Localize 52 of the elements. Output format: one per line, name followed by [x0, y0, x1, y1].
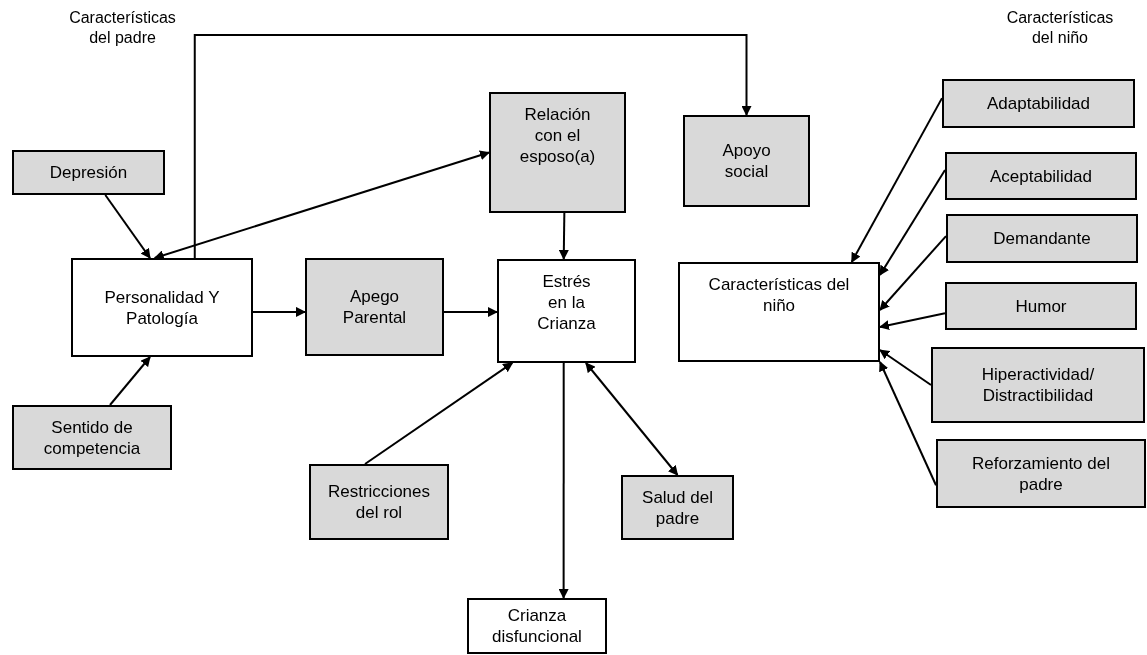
box-label: Reforzamiento del padre: [971, 452, 1111, 495]
process-box: [945, 282, 1137, 330]
box-label: Demandante: [993, 228, 1091, 249]
process-box: [946, 214, 1138, 263]
process-box: [678, 262, 880, 362]
arrow: [364, 362, 514, 465]
process-box: [309, 464, 449, 540]
process-box: [683, 115, 810, 207]
process-box: [305, 258, 444, 356]
arrow: [558, 362, 569, 599]
arrow: [558, 212, 569, 260]
box-label: Estrés en la Crianza: [536, 271, 597, 334]
arrow: [879, 361, 937, 487]
arrow: [443, 307, 498, 317]
box-label: Apoyo social: [721, 140, 772, 182]
box-label: Restricciones del rol: [326, 481, 431, 523]
arrow: [850, 97, 943, 263]
box-label: Sentido de competencia: [42, 416, 142, 459]
process-box: [942, 79, 1135, 128]
box-label: Aceptabilidad: [989, 165, 1093, 187]
process-box: [467, 598, 607, 654]
arrow: [153, 150, 490, 261]
arrow: [104, 194, 151, 259]
arrow: [584, 362, 679, 476]
arrow: [252, 306, 306, 317]
arrow: [879, 235, 947, 311]
box-label: Apego Parental: [341, 286, 408, 328]
arrow: [879, 312, 946, 330]
process-box: [621, 475, 734, 540]
box-label: Adaptabilidad: [987, 93, 1090, 114]
process-box: [945, 152, 1137, 200]
group-heading: Características del padre: [68, 8, 177, 48]
process-box: [936, 439, 1146, 508]
box-label: Crianza disfuncional: [491, 605, 583, 647]
arrow: [193, 34, 752, 259]
arrow: [879, 349, 932, 386]
box-label: Humor: [1015, 295, 1067, 317]
group-heading: Características del niño: [1005, 8, 1115, 48]
process-box: [931, 347, 1145, 423]
arrow: [879, 169, 946, 276]
box-label: Salud del padre: [641, 486, 714, 529]
process-box: [12, 150, 165, 195]
process-box: [12, 405, 172, 470]
box-label: Hiperactividad/ Distractibilidad: [980, 364, 1096, 406]
box-label: Personalidad Y Patología: [103, 286, 221, 329]
box-label: Relación con el esposo(a): [518, 104, 597, 167]
box-label: Características del niño: [707, 274, 851, 316]
process-box: [489, 92, 626, 213]
arrow: [109, 356, 151, 406]
process-box: [71, 258, 253, 357]
process-box: [497, 259, 636, 363]
box-label: Depresión: [49, 162, 128, 183]
